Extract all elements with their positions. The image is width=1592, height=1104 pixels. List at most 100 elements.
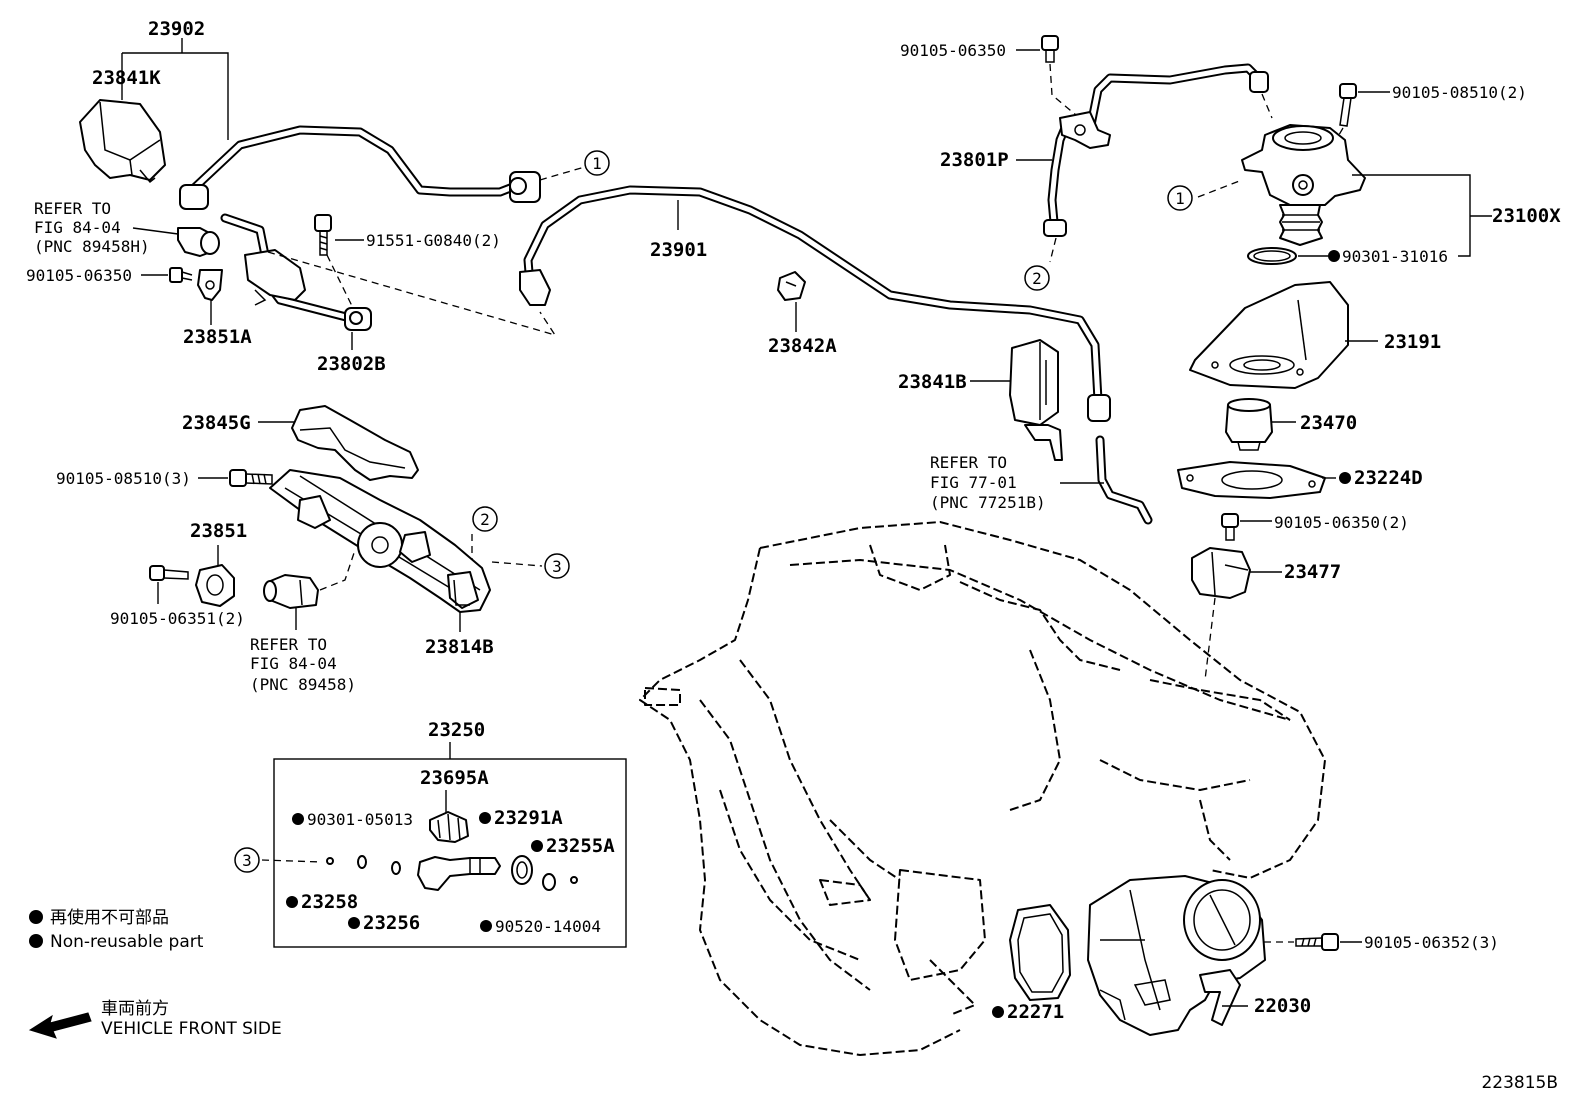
legend-dot [29,910,43,924]
pressure-sensor-89458[interactable] [263,549,356,630]
callout-number: 1 [1175,189,1185,208]
label-23851: 23851 [190,520,247,542]
label-23841B: 23841B [898,371,967,393]
bolt-90105-06352-3[interactable] [1264,933,1362,951]
refer-note-3-line1: REFER TO [250,635,327,654]
callout-number: 1 [592,154,602,173]
label-90105-06351-2: 90105-06351(2) [110,609,245,628]
refer-note-1-line3: (PNC 89458H) [34,237,150,256]
leader-23100X [1352,174,1492,257]
delivery-pipe-23814B[interactable] [269,469,543,632]
vehicle-front-indicator: 車両前方 VEHICLE FRONT SIDE [28,999,282,1039]
cover-23841K[interactable] [79,99,166,184]
pressure-sensor-89458H[interactable] [177,227,220,257]
legend: 再使用不可部品 Non-reusable part [29,907,204,952]
label-23845G: 23845G [182,412,251,434]
throttle-body-22030[interactable] [1087,875,1266,1036]
refer-note-2-line1: REFER TO [930,453,1007,472]
nonreusable-mark [480,920,492,932]
callout-number: 2 [480,510,490,529]
insulator-23191[interactable] [1189,281,1378,389]
callout-number: 2 [1032,269,1042,288]
fuel-pipe-23901[interactable] [519,185,1111,422]
label-90105-06350-2: 90105-06350(2) [1274,513,1409,532]
pipe-23802B[interactable] [220,213,372,331]
legend-nonreusable-en: Non-reusable part [50,932,204,952]
nonreusable-mark [1328,250,1340,262]
callout-circle-2-b: 2 [472,506,498,532]
label-23902: 23902 [148,18,205,40]
refer-note-3-line2: FIG 84-04 [250,654,337,673]
front-label-en: VEHICLE FRONT SIDE [101,1019,282,1039]
refer-note-1-line1: REFER TO [34,199,111,218]
label-90520-14004: 90520-14004 [495,917,601,936]
pipe-23801P[interactable] [1016,63,1273,263]
leaders-upper-left [121,38,589,350]
protector-23841B[interactable] [970,339,1063,461]
bolt-90105-06350-2[interactable] [1221,513,1272,541]
housing-23477[interactable] [1191,547,1282,681]
label-90105-08510-2: 90105-08510(2) [1392,83,1527,102]
bolt-91551-G0840[interactable] [314,214,332,256]
insulator-23851[interactable] [195,545,235,607]
refer-note-1-line2: FIG 84-04 [34,218,121,237]
fuel-pipe-23902[interactable] [179,125,541,210]
nonreusable-mark [348,917,360,929]
label-23258: 23258 [301,891,358,913]
pipe-end-fitting [179,184,209,210]
nonreusable-mark [479,812,491,824]
bracket-23851A[interactable] [197,269,223,301]
refer-note-3-line3: (PNC 89458) [250,675,356,694]
nonreusable-mark [286,896,298,908]
nonreusable-mark [531,840,543,852]
label-23801P: 23801P [940,149,1009,171]
label-23250: 23250 [428,719,485,741]
callout-circle-2-a: 2 [1024,265,1050,291]
label-90301-31016: 90301-31016 [1342,247,1448,266]
front-label-jp: 車両前方 [101,999,169,1019]
pipe-end-fitting [509,177,527,195]
label-90105-06350-left: 90105-06350 [26,266,132,285]
label-23802B: 23802B [317,353,386,375]
label-23224D: 23224D [1354,467,1423,489]
label-90105-06352-3: 90105-06352(3) [1364,933,1499,952]
bolt-90105-06350-top[interactable] [1016,35,1083,121]
lifter-23470[interactable] [1225,398,1296,451]
gasket-23224D[interactable] [1177,461,1336,499]
legend-nonreusable-jp: 再使用不可部品 [50,907,169,928]
label-23100X: 23100X [1492,205,1561,227]
bolt-90105-06350-left[interactable] [169,267,193,283]
callout-circle-3-a: 3 [544,553,570,579]
gasket-22271[interactable] [1009,904,1071,1001]
label-23695A: 23695A [420,767,489,789]
bolt-90105-06351-2[interactable] [149,565,189,604]
label-23470: 23470 [1300,412,1357,434]
label-23191: 23191 [1384,331,1441,353]
oring-90301-31016[interactable] [1247,247,1328,265]
label-23477: 23477 [1284,561,1341,583]
hose-77251B[interactable] [1060,435,1153,525]
label-23841K: 23841K [92,67,161,89]
injector-23250-parts[interactable] [261,811,578,891]
label-23256: 23256 [363,912,420,934]
callout-circle-1-b: 1 [1167,185,1193,211]
label-23901: 23901 [650,239,707,261]
engine-outline [639,521,1326,1056]
label-22030: 22030 [1254,995,1311,1017]
nonreusable-mark [292,813,304,825]
front-arrow-icon [28,1012,92,1039]
clamp-23842A[interactable] [777,271,806,332]
label-23255A: 23255A [546,835,615,857]
legend-dot [29,934,43,948]
callout-number: 3 [242,851,252,870]
label-91551-G0840: 91551-G0840(2) [366,231,501,250]
diagram-id: 223815B [1481,1073,1558,1093]
protector-23845G[interactable] [258,405,419,481]
label-90105-06350-top: 90105-06350 [900,41,1006,60]
bolt-90105-08510-3[interactable] [198,469,273,487]
bolt-90105-08510-2[interactable] [1329,83,1390,151]
fuel-pump-23100X[interactable] [1197,124,1366,246]
nonreusable-mark [1339,472,1351,484]
label-90105-08510-3: 90105-08510(3) [56,469,191,488]
